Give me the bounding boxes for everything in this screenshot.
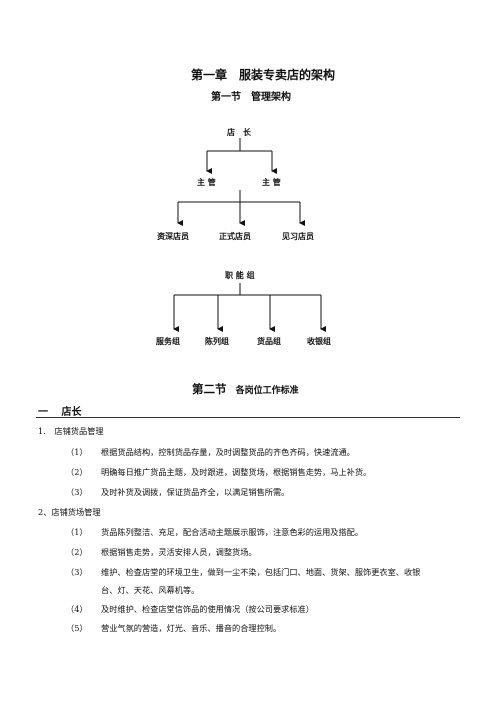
point-marker: （1） <box>66 527 88 537</box>
org-node-trainee-staff: 见习店员 <box>282 231 314 241</box>
part-number: 一 <box>38 407 48 418</box>
item-number: 2、 <box>38 507 52 517</box>
org-node-senior-staff: 资深店员 <box>157 231 189 241</box>
point-text: 货品陈列整洁、充足，配合活动主题展示服饰，注意色彩的运用及搭配。 <box>101 527 364 537</box>
section-prefix: 第二节 <box>192 382 227 396</box>
point-marker: （3） <box>66 487 88 497</box>
org-node-display-group: 陈列组 <box>205 336 229 346</box>
point-text: 维护、检查店堂的环境卫生，做到一尘不染，包括门口、地面、货架、服饰更衣室、收银 <box>101 567 421 577</box>
point-text: 根据销售走势，灵活安排人员，调整货场。 <box>101 547 257 557</box>
point-text: 明确每日推广货品主题，及时跟进，调整货场，根据销售走势，马上补货。 <box>101 467 372 477</box>
item-number: 1. <box>38 426 46 436</box>
org-node-merchandise-group: 货品组 <box>257 336 281 346</box>
heading-divider <box>36 417 460 418</box>
point-text: 营业气氛的营造，灯光、音乐、播音的合理控制。 <box>101 623 282 633</box>
org-node-regular-staff: 正式店员 <box>219 231 251 241</box>
org-chart-lines <box>173 138 326 332</box>
item-heading: 2、店铺货场管理 <box>38 506 101 518</box>
point-marker: （2） <box>66 467 88 477</box>
item-heading: 1. 店铺货品管理 <box>38 425 104 437</box>
item-title: 店铺货场管理 <box>51 507 101 517</box>
section-title-management: 第一节 管理架构 <box>211 92 291 103</box>
point-marker: （5） <box>66 623 88 633</box>
point-marker: （3） <box>66 567 88 577</box>
part-title: 店长 <box>61 407 82 418</box>
org-node-function-group: 职 能 组 <box>225 270 255 280</box>
org-node-supervisor: 主 管 <box>197 177 216 187</box>
part-heading: 一 店长 <box>38 403 81 418</box>
point-marker: （1） <box>66 447 88 457</box>
section-title-standards: 第二节 各岗位工作标准 <box>192 378 299 397</box>
org-node-supervisor: 主 管 <box>262 177 281 187</box>
org-node-cashier-group: 收银组 <box>307 336 331 346</box>
item-title: 店铺货品管理 <box>54 426 104 436</box>
point-text: 及时补货及调拨，保证货品齐全，以满足销售所需。 <box>101 487 290 497</box>
point-text-continued: 台、灯、天花、风幕机等。 <box>101 585 200 595</box>
point-marker: （2） <box>66 547 88 557</box>
point-text: 根据货品结构，控制货品存量，及时调整货品的齐色齐码，快速流通。 <box>101 447 355 457</box>
point-marker: （4） <box>66 604 88 614</box>
org-node-service-group: 服务组 <box>156 336 180 346</box>
section-title-text: 各岗位工作标准 <box>235 386 299 396</box>
point-text: 及时维护、检查店堂信饰品的使用情况（按公司要求标准） <box>101 604 314 614</box>
chapter-title: 第一章 服装专卖店的架构 <box>190 68 335 82</box>
org-node-store-manager: 店 长 <box>227 127 251 137</box>
